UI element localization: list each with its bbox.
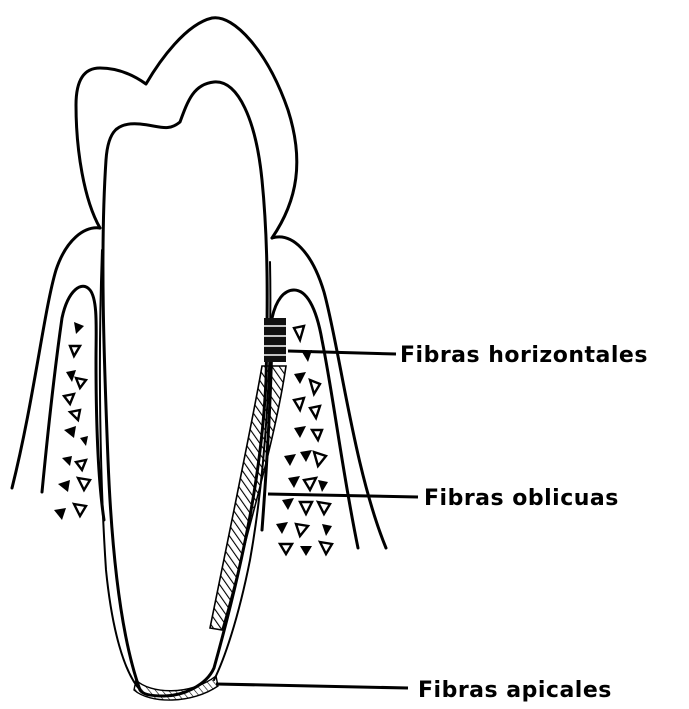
label-horizontal-fibers: Fibras horizontales [400, 343, 648, 368]
bone-particles-left [54, 322, 90, 520]
oblique-fibers-band [210, 366, 286, 630]
ligament-left [100, 250, 140, 690]
label-apical-fibers: Fibras apicales [418, 678, 612, 703]
label-oblique-fibers: Fibras oblicuas [424, 486, 619, 511]
leader-apical [216, 684, 408, 688]
root-outline [103, 82, 267, 696]
leader-oblique [268, 494, 418, 497]
alveolar-bone-left [42, 286, 104, 520]
